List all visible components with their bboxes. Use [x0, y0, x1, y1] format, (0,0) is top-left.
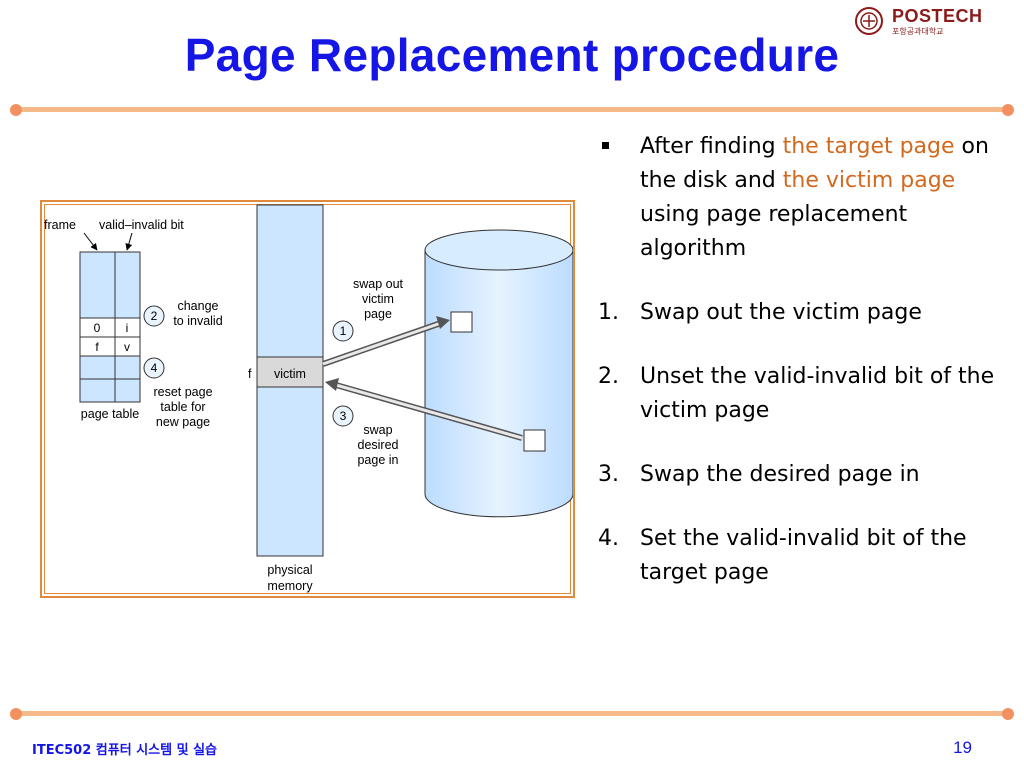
page-replacement-diagram: frame valid–invalid bit 0 i f v page tab…: [44, 204, 573, 593]
step-1-badge: [332, 320, 354, 342]
step-4-badge: [143, 357, 165, 379]
step-3-number: 3: [340, 409, 347, 423]
step-text: Swap the desired page in: [640, 462, 920, 487]
postech-logo: POSTECH 포항공과대학교: [852, 6, 987, 36]
step-text: Set the valid-invalid bit of the target …: [640, 526, 967, 585]
frame-f-label: f: [248, 367, 252, 381]
step-1-line-3: page: [364, 307, 392, 321]
step-2-badge: [143, 305, 165, 327]
bullet-list: After finding the target page on the dis…: [598, 130, 998, 620]
step-number: 1.: [598, 300, 619, 325]
page-table: 0 i f v: [79, 251, 141, 403]
physical-memory-line-1: physical: [267, 563, 312, 577]
step-number: 2.: [598, 364, 619, 389]
step-3-line-3: page in: [357, 453, 398, 467]
page-table-frame-cell: 0: [94, 321, 101, 335]
step-item: 1. Swap out the victim page: [598, 296, 998, 330]
page-table-frame-cell: f: [95, 340, 99, 354]
page-table-bit-cell: v: [124, 340, 130, 354]
victim-label: victim: [274, 367, 306, 381]
step-text: Swap out the victim page: [640, 300, 922, 325]
slide-title: Page Replacement procedure: [184, 29, 840, 81]
step-4-number: 4: [151, 361, 158, 375]
page-table-label: page table: [81, 407, 139, 421]
target-page-on-disk: [523, 429, 546, 452]
step-2-line-2: to invalid: [173, 314, 222, 328]
logo-name: POSTECH: [892, 6, 983, 26]
frame-label: frame: [44, 218, 76, 232]
physical-memory: [256, 204, 324, 557]
step-3-line-1: swap: [363, 423, 392, 437]
physical-memory-line-2: memory: [267, 579, 313, 593]
step-4-line-3: new page: [156, 415, 210, 429]
step-4-line-2: table for: [160, 400, 205, 414]
step-3-line-2: desired: [358, 438, 399, 452]
step-number: 4.: [598, 526, 619, 551]
valid-invalid-bit-label: valid–invalid bit: [99, 218, 184, 232]
top-divider: [10, 103, 1014, 117]
page-table-bit-cell: i: [126, 321, 129, 335]
step-1-line-1: swap out: [353, 277, 404, 291]
postech-emblem-icon: [855, 7, 883, 35]
step-number: 3.: [598, 462, 619, 487]
intro-suffix: using page replacement algorithm: [640, 202, 908, 261]
step-item: 4. Set the valid-invalid bit of the targ…: [598, 522, 998, 590]
square-bullet-icon: [602, 142, 609, 149]
intro-highlight-target-page: the target page: [782, 134, 955, 159]
step-3-badge: [332, 405, 354, 427]
bottom-divider: [10, 707, 1014, 721]
step-text: Unset the valid-invalid bit of the victi…: [640, 364, 995, 423]
steps-list: 1. Swap out the victim page 2. Unset the…: [598, 296, 998, 590]
step-1-line-2: victim: [362, 292, 394, 306]
intro-highlight-victim-page: the victim page: [782, 168, 956, 193]
logo-subtitle: 포항공과대학교: [892, 27, 944, 36]
step-item: 3. Swap the desired page in: [598, 458, 998, 492]
page-number: 19: [953, 738, 972, 757]
intro-bullet: After finding the target page on the dis…: [598, 130, 998, 266]
intro-prefix: After finding: [640, 134, 783, 159]
victim-page-on-disk: [450, 311, 473, 333]
step-2-line-1: change: [177, 299, 218, 313]
step-item: 2. Unset the valid-invalid bit of the vi…: [598, 360, 998, 428]
step-4-line-1: reset page: [153, 385, 212, 399]
step-2-number: 2: [151, 309, 158, 323]
intro-middle: on the disk and: [640, 134, 989, 193]
course-footer: ITEC502 컴퓨터 시스템 및 실습: [32, 743, 218, 758]
diagram-frame: frame valid–invalid bit 0 i f v page tab…: [40, 200, 575, 598]
step-1-number: 1: [340, 324, 347, 338]
disk-cylinder: [424, 229, 573, 518]
